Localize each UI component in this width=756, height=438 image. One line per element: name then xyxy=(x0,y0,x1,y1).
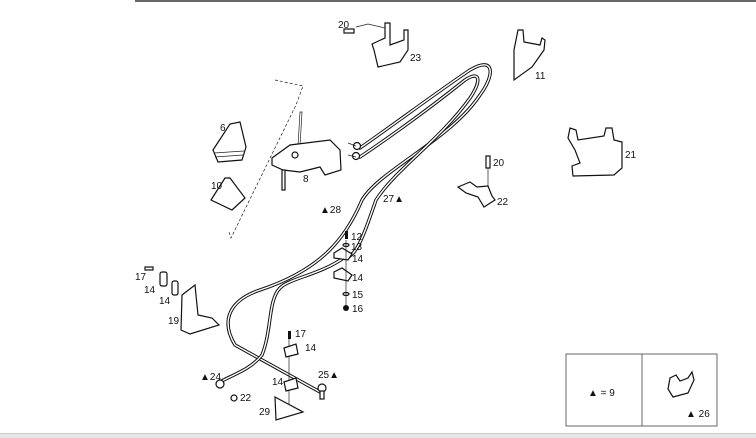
callout-6: 6 xyxy=(220,123,226,134)
callout-19: 19 xyxy=(168,316,180,327)
gear-cables xyxy=(215,63,492,400)
legend-clip-label: ▲ 26 xyxy=(686,409,710,420)
top-divider xyxy=(135,0,756,2)
callout-23: 23 xyxy=(410,53,422,64)
part-11-bracket xyxy=(513,29,546,82)
callout-27: 27▲ xyxy=(383,194,404,205)
callout-14: 14 xyxy=(144,285,156,296)
part-22-washer xyxy=(230,394,238,402)
callout-14: 14 xyxy=(305,343,317,354)
callout-16: 16 xyxy=(352,304,364,315)
part-20-bolt xyxy=(343,28,355,34)
callout-24: ▲24 xyxy=(200,372,221,383)
cable-end-24 xyxy=(215,379,225,389)
callout-22: 22 xyxy=(497,197,509,208)
part-26-clip-icon xyxy=(667,370,695,398)
callout-14: 14 xyxy=(352,254,364,265)
callout-21: 21 xyxy=(625,150,637,161)
bottom-divider xyxy=(0,433,756,438)
callout-15: 15 xyxy=(352,290,364,301)
part-22-bracket xyxy=(456,181,496,208)
callout-25: 25▲ xyxy=(318,370,339,381)
part-10-boot xyxy=(210,177,246,211)
callout-17b: 17 xyxy=(295,329,307,340)
callout-20: 20 xyxy=(338,20,350,31)
callout-29: 29 xyxy=(259,407,271,418)
part-29-plate xyxy=(274,395,305,421)
callout-14: 14 xyxy=(272,377,284,388)
part-6-boot xyxy=(212,121,247,163)
legend-note: ▲ = 9 xyxy=(588,388,615,399)
clamp-stack xyxy=(333,231,353,311)
callout-10: 10 xyxy=(211,181,223,192)
callout-14: 14 xyxy=(352,273,364,284)
callout-8: 8 xyxy=(303,174,309,185)
part-23-bracket xyxy=(371,22,409,68)
callout-17: 17 xyxy=(135,272,147,283)
callout-11: 11 xyxy=(535,71,546,82)
part-19-bracket xyxy=(180,283,221,335)
part-21-bracket xyxy=(567,127,623,177)
callout-22b: 22 xyxy=(240,393,252,404)
part-14-clip xyxy=(159,271,168,287)
callout-14: 14 xyxy=(159,296,171,307)
part-8-lever-housing xyxy=(271,111,342,191)
callout-20b: 20 xyxy=(493,158,505,169)
legend-box: ▲ = 9 ▲ 26 xyxy=(565,353,718,427)
callout-28: ▲28 xyxy=(320,205,341,216)
callout-13: 13 xyxy=(351,242,363,253)
callout-12: 12 xyxy=(351,232,363,243)
